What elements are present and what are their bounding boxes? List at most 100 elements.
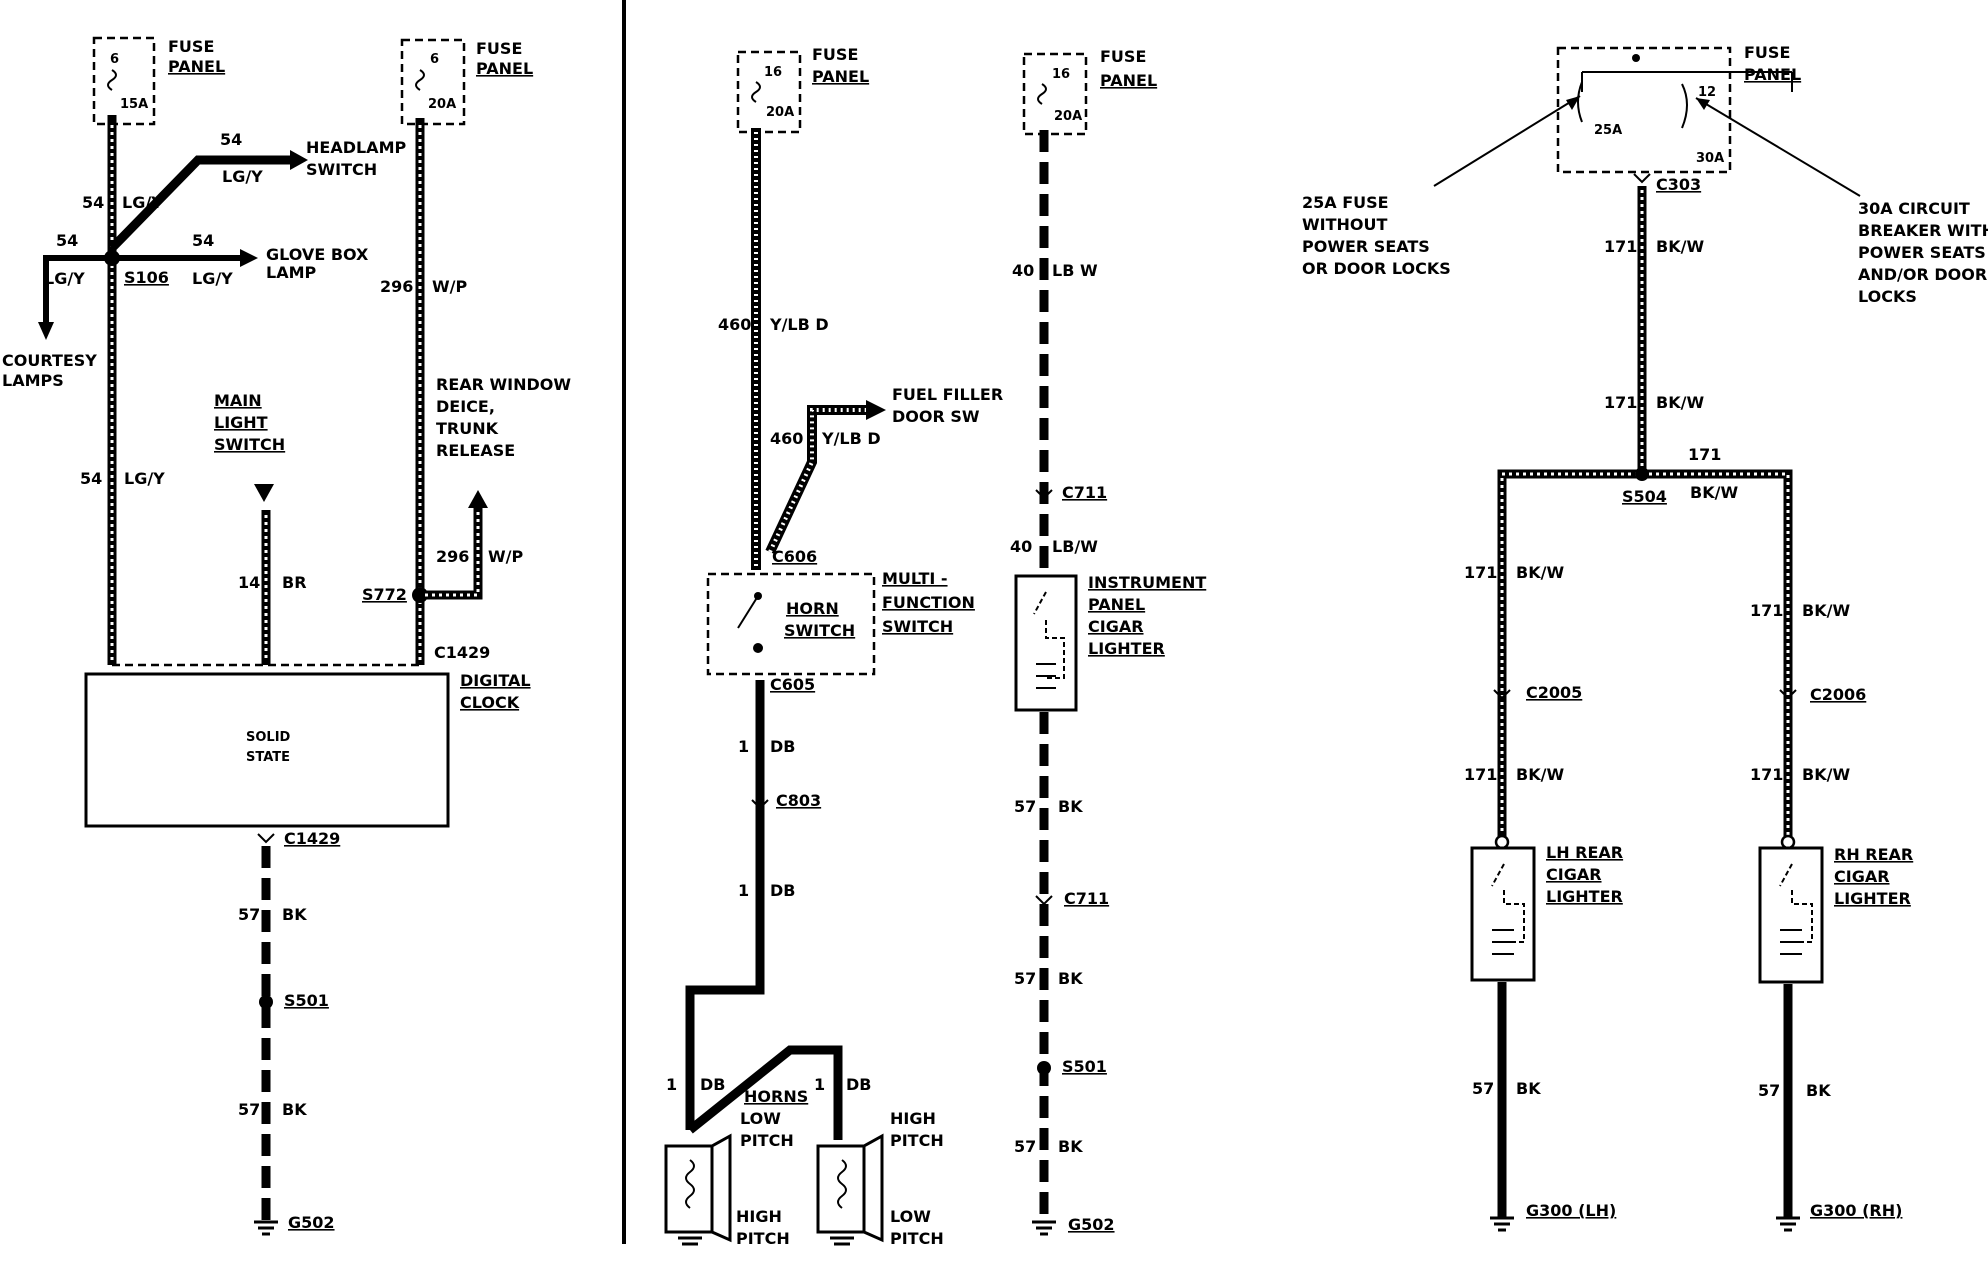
arrow-icon (38, 322, 54, 340)
wire-color: BK (1806, 1081, 1831, 1100)
circuit-number: 1 (666, 1075, 677, 1094)
component-label: CIGAR (1088, 617, 1144, 636)
ground-label: G502 (1068, 1215, 1115, 1234)
connector-label: C711 (1062, 483, 1107, 502)
circuit-number: 54 (82, 193, 104, 212)
fuse-icon (415, 69, 425, 91)
component-label: CIGAR (1546, 865, 1602, 884)
circuit-number: 54 (80, 469, 102, 488)
circuit-number: 40 (1012, 261, 1034, 280)
component-label: RH REAR (1834, 845, 1913, 864)
circuit-number: 57 (1014, 1137, 1036, 1156)
fuse-panel-4 (1022, 52, 1088, 136)
fuse-panel-5 (1556, 46, 1732, 174)
component-label: FUNCTION (882, 593, 975, 612)
horn-high-icon (816, 1133, 884, 1243)
splice-dot (1635, 467, 1649, 481)
wire-color: BK/W (1516, 765, 1564, 784)
module-inner-label: STATE (246, 750, 290, 765)
wire-courtesy (43, 255, 115, 325)
circuit-number: 171 (1688, 445, 1721, 464)
wire-color: BK/W (1516, 563, 1564, 582)
connector-label: C711 (1064, 889, 1109, 908)
fuse-label-2: PANEL (812, 67, 869, 86)
circuit-number: 171 (1750, 601, 1783, 620)
fuse-rating: 20A (1054, 109, 1082, 124)
fuse-panel-2 (400, 38, 466, 126)
circuit-number: 57 (1472, 1079, 1494, 1098)
wire-color: DB (846, 1075, 871, 1094)
wire-1 (685, 680, 765, 1130)
splice-label: S504 (1622, 487, 1667, 506)
wire-color: BK/W (1656, 237, 1704, 256)
component-label: SWITCH (306, 160, 377, 179)
fuse-label: FUSE (1744, 43, 1790, 62)
connector-label: C606 (772, 547, 817, 566)
component-label: SWITCH (784, 621, 855, 640)
component-label: LIGHTER (1088, 639, 1165, 658)
circuit-number: 1 (738, 737, 749, 756)
circuit-number: 296 (380, 277, 413, 296)
arrow-icon (468, 490, 488, 508)
wire-color: DB (770, 737, 795, 756)
circuit-number: 57 (1014, 969, 1036, 988)
connector-icon (257, 833, 275, 844)
component-label: LH REAR (1546, 843, 1623, 862)
fuse-rating: 20A (428, 97, 456, 112)
connector-label: C605 (770, 675, 815, 694)
wire-color: LG/Y (124, 469, 165, 488)
ground-icon (1776, 1216, 1800, 1232)
wire-color: BK/W (1802, 601, 1850, 620)
splice-label: S501 (284, 991, 329, 1010)
fuse-label: FUSE (476, 39, 522, 58)
component-label: LOW (740, 1109, 781, 1128)
ground-icon (1032, 1220, 1056, 1236)
connector-label: C303 (1656, 175, 1701, 194)
component-label: DEICE, (436, 397, 495, 416)
component-label: HORNS (744, 1087, 808, 1106)
circuit-number: 171 (1604, 393, 1637, 412)
ip-lighter-circuit: 16 20A FUSE PANEL 40 LB W C711 40 LB/W I… (1010, 47, 1206, 1236)
annotation-text: POWER SEATS (1302, 237, 1430, 256)
wire-color: LB W (1052, 261, 1098, 280)
arrow-icon (240, 249, 258, 267)
connector-label: C1429 (284, 829, 340, 848)
circuit-number: 171 (1464, 765, 1497, 784)
wire-color: BK (282, 1100, 307, 1119)
wire-color: Y/LB D (821, 429, 881, 448)
horn-low-icon (664, 1133, 732, 1243)
component-label: LAMP (266, 263, 317, 282)
component-label: HIGH (736, 1207, 782, 1226)
wire-color: BR (282, 573, 307, 592)
component-label: SWITCH (214, 435, 285, 454)
annotation-text: AND/OR DOOR (1858, 265, 1987, 284)
ip-cigar-lighter (1014, 574, 1078, 712)
circuit-number: 57 (1758, 1081, 1780, 1100)
component-label: GLOVE BOX (266, 245, 369, 264)
wire-color: LG/Y (44, 269, 85, 288)
wire-color: BK (1058, 797, 1083, 816)
breaker-icon (1681, 83, 1688, 129)
fuse-rating: 30A (1696, 151, 1724, 166)
fuse-number: 12 (1698, 85, 1716, 100)
component-label: DOOR SW (892, 407, 980, 426)
wire-color: BK/W (1802, 765, 1850, 784)
splice-dot (1037, 1061, 1051, 1075)
splice-label: S501 (1062, 1057, 1107, 1076)
component-label: PITCH (736, 1229, 790, 1248)
fuse-label: FUSE (812, 45, 858, 64)
wire-color: LG/Y (222, 167, 263, 186)
circuit-number: 1 (738, 881, 749, 900)
component-label: REAR WINDOW (436, 375, 571, 394)
circuit-number: 54 (56, 231, 78, 250)
circuit-number: 460 (770, 429, 803, 448)
digital-clock-module (84, 672, 450, 828)
component-label: LIGHT (214, 413, 268, 432)
component-label: CLOCK (460, 693, 520, 712)
wire-color: BK (1058, 969, 1083, 988)
annotation-text: OR DOOR LOCKS (1302, 259, 1451, 278)
component-label: PITCH (890, 1131, 944, 1150)
wire-color: LG/Y (192, 269, 233, 288)
arrow-icon (290, 150, 308, 170)
